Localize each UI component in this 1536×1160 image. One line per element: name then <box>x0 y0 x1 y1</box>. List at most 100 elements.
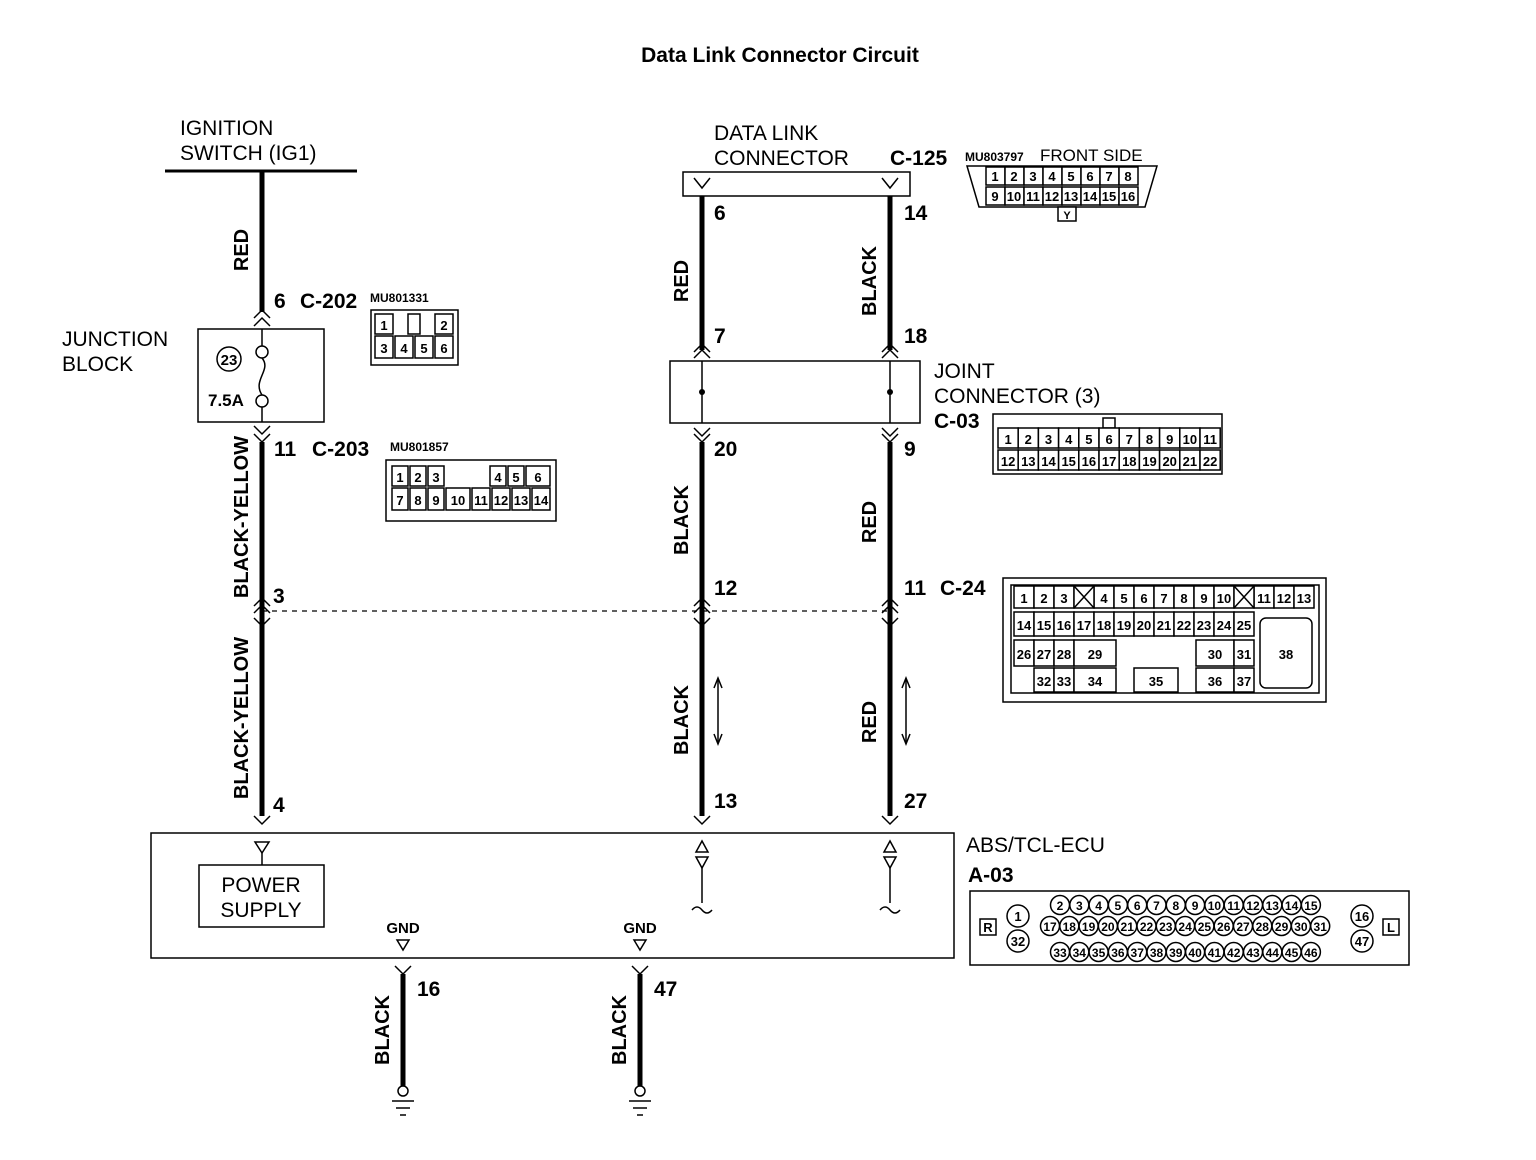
a03-pin: 15 <box>1304 899 1318 913</box>
dlc-key: Y <box>1063 210 1071 222</box>
c202-pin: 1 <box>380 318 387 333</box>
connector-mark <box>881 342 899 353</box>
connector-mark <box>881 617 899 628</box>
c24-pin: 13 <box>1297 591 1311 606</box>
c203-pin: 9 <box>432 493 439 508</box>
c24-pin: 9 <box>1200 591 1207 606</box>
c24-pin: 2 <box>1040 591 1047 606</box>
dlc-label-line2: CONNECTOR <box>714 147 849 170</box>
a03-pin: 41 <box>1208 946 1222 960</box>
c203-pin: 3 <box>432 470 439 485</box>
a03-pin: 43 <box>1246 946 1260 960</box>
connector-mark <box>631 965 649 976</box>
connector-mark <box>693 348 711 359</box>
c202-pins: 1 2 3 4 5 6 <box>374 313 454 359</box>
pin-c202: 6 <box>274 290 286 313</box>
dlc-pin: 1 <box>991 169 998 184</box>
dlc-side: FRONT SIDE <box>1040 146 1143 165</box>
c03-pin: 2 <box>1025 432 1032 447</box>
gnd-arrow-icon <box>632 939 648 952</box>
comm-terminal <box>879 839 901 914</box>
fuse-number: 23 <box>221 352 238 369</box>
connector-mark <box>693 342 711 353</box>
a03-pin: 22 <box>1140 920 1154 934</box>
c24-pin: 1 <box>1020 591 1027 606</box>
c03-pin: 5 <box>1085 432 1092 447</box>
c24-pin: 28 <box>1057 647 1071 662</box>
connector-mark <box>693 596 711 607</box>
wire-label-black-gnd-2: BLACK <box>609 994 631 1065</box>
a03-pin: 33 <box>1053 946 1067 960</box>
a03-pin: 35 <box>1092 946 1106 960</box>
dlc-pin: 6 <box>1086 169 1093 184</box>
c03-pin: 7 <box>1126 432 1133 447</box>
joint-connector <box>669 360 921 424</box>
a03-pin: 19 <box>1082 920 1096 934</box>
comm-terminal <box>691 839 713 914</box>
c203-pin: 14 <box>534 493 549 508</box>
c03-pin: 13 <box>1021 454 1035 469</box>
c24-pin: 32 <box>1037 674 1051 689</box>
dlc-part: MU803797 <box>965 150 1024 164</box>
c24-pin: 14 <box>1017 618 1032 633</box>
a03-pin: 38 <box>1150 946 1164 960</box>
c24-pin: 7 <box>1160 591 1167 606</box>
ignition-label-line2: SWITCH (IG1) <box>180 142 317 165</box>
a03-pin: 1 <box>1014 909 1021 924</box>
ground-eyelet <box>634 1085 646 1097</box>
c202-pin: 2 <box>440 318 447 333</box>
c203-pin: 6 <box>534 470 541 485</box>
c24-pin: 25 <box>1237 618 1251 633</box>
wire-label-black-2: BLACK <box>671 484 693 555</box>
connector-mark <box>881 348 899 359</box>
a03-pin: 40 <box>1188 946 1202 960</box>
a03-pin: 25 <box>1198 920 1212 934</box>
wire-label-black-1: BLACK <box>859 245 881 316</box>
a03-pin: 12 <box>1246 899 1260 913</box>
ignition-label-line1: IGNITION <box>180 117 273 140</box>
dlc-pins: 1 2 3 4 5 6 7 8 9 10 11 12 13 14 15 16 Y <box>985 166 1139 222</box>
joint-label-line2: CONNECTOR (3) <box>934 385 1100 408</box>
connector-mark <box>881 177 899 190</box>
splice-dot <box>887 389 893 395</box>
c24-pin: 29 <box>1088 647 1102 662</box>
label-c203: C-203 <box>312 438 369 461</box>
connector-key <box>1102 417 1116 429</box>
tag-l-label: L <box>1387 920 1395 935</box>
pin-ecu-c: 27 <box>904 790 927 813</box>
c24-pin: 12 <box>1277 591 1291 606</box>
joint-id: C-03 <box>934 410 980 433</box>
a03-pin: 6 <box>1134 899 1141 913</box>
a03-pin: 46 <box>1304 946 1318 960</box>
c03-pin: 3 <box>1045 432 1052 447</box>
gnd-label-2: GND <box>623 920 657 937</box>
a03-pin: 24 <box>1178 920 1192 934</box>
a03-pin: 47 <box>1355 934 1369 949</box>
c24-pin: 19 <box>1117 618 1131 633</box>
a03-pin: 44 <box>1266 946 1280 960</box>
dlc-pin: 15 <box>1102 189 1116 204</box>
c03-pin: 19 <box>1142 454 1156 469</box>
pin-c24-c: 11 <box>904 577 927 600</box>
wire-label-black-3: BLACK <box>671 684 693 755</box>
pin-c24-b: 12 <box>714 577 737 600</box>
c24-pin: 10 <box>1217 591 1231 606</box>
c24-pin: 6 <box>1140 591 1147 606</box>
connector-mark <box>253 617 271 628</box>
c203-pins: 1 2 3 4 5 6 7 8 9 10 11 12 13 14 <box>391 465 551 511</box>
dlc-connector <box>682 171 911 197</box>
pin-gnd-b: 47 <box>654 978 677 1001</box>
wire-label-red-1: RED <box>231 229 253 271</box>
c24-pin: 8 <box>1180 591 1187 606</box>
c03-pin: 14 <box>1041 454 1056 469</box>
junction-label-line1: JUNCTION <box>62 328 168 351</box>
gnd-label-1: GND <box>386 920 420 937</box>
wire-label-red-3: RED <box>859 501 881 543</box>
a03-pin: 36 <box>1111 946 1125 960</box>
tag-l <box>1382 918 1400 936</box>
gnd-arrow-icon <box>395 939 411 952</box>
a03-pin: 26 <box>1217 920 1231 934</box>
ground-eyelet <box>397 1085 409 1097</box>
